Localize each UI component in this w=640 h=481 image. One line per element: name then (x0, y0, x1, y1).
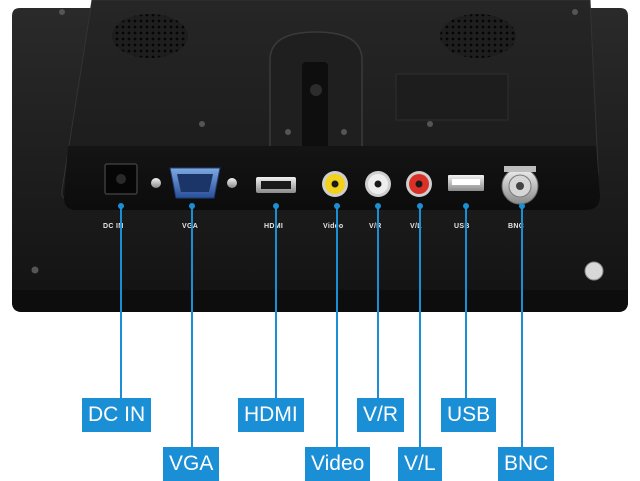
callout-hdmi: HDMI (238, 398, 304, 432)
vga-screw-right (227, 178, 237, 188)
board-label-vl: V/L (410, 223, 422, 230)
board-label-dc-in: DC IN (103, 223, 124, 230)
callout-vga: VGA (163, 447, 220, 481)
callout-vr: V/R (357, 398, 405, 432)
callout-usb: USB (441, 398, 497, 432)
corner-screw (59, 9, 65, 15)
board-label-vga: VGA (182, 223, 198, 230)
video-jack-center (331, 180, 339, 188)
leader-dot-usb (463, 203, 469, 209)
bnc-connector-nut (504, 166, 536, 172)
housing-screw (285, 129, 291, 135)
leader-dot-vl (417, 203, 423, 209)
board-label-usb: USB (454, 223, 470, 230)
bracket-screw (310, 84, 322, 96)
callout-video: Video (305, 447, 371, 481)
dc-in-pin (116, 174, 126, 184)
corner-foot (584, 261, 604, 281)
board-label-vr: V/R (369, 223, 382, 230)
leader-dot-video (334, 203, 340, 209)
corner-screw (31, 266, 39, 274)
corner-screw (572, 9, 578, 15)
leader-dot-dc-in (118, 203, 124, 209)
board-label-bnc: BNC (508, 223, 524, 230)
housing-screw (199, 121, 205, 127)
callout-dc-in: DC IN (82, 398, 152, 432)
vga-port-socket (177, 174, 213, 192)
hdmi-port-socket (261, 181, 291, 189)
vga-screw-left (151, 178, 161, 188)
left-audio-jack-center (415, 180, 423, 188)
callout-bnc: BNC (498, 447, 555, 481)
leader-dot-bnc (519, 203, 525, 209)
housing-screw (341, 129, 347, 135)
stand-slot (302, 62, 328, 152)
right-audio-jack-center (374, 180, 382, 188)
bnc-connector-pin (516, 182, 524, 190)
chassis-bottom-edge (12, 290, 628, 312)
leader-dot-hdmi (273, 203, 279, 209)
right-speaker-holes (440, 14, 516, 58)
leader-dot-vr (375, 203, 381, 209)
board-label-video: Video (323, 223, 343, 230)
callout-vl: V/L (398, 447, 442, 481)
leader-dot-vga (189, 203, 195, 209)
housing-screw (427, 121, 433, 127)
board-label-hdmi: HDMI (264, 223, 283, 230)
usb-port-tongue (452, 179, 480, 185)
left-speaker-holes (112, 14, 188, 58)
label-recess (395, 73, 509, 121)
